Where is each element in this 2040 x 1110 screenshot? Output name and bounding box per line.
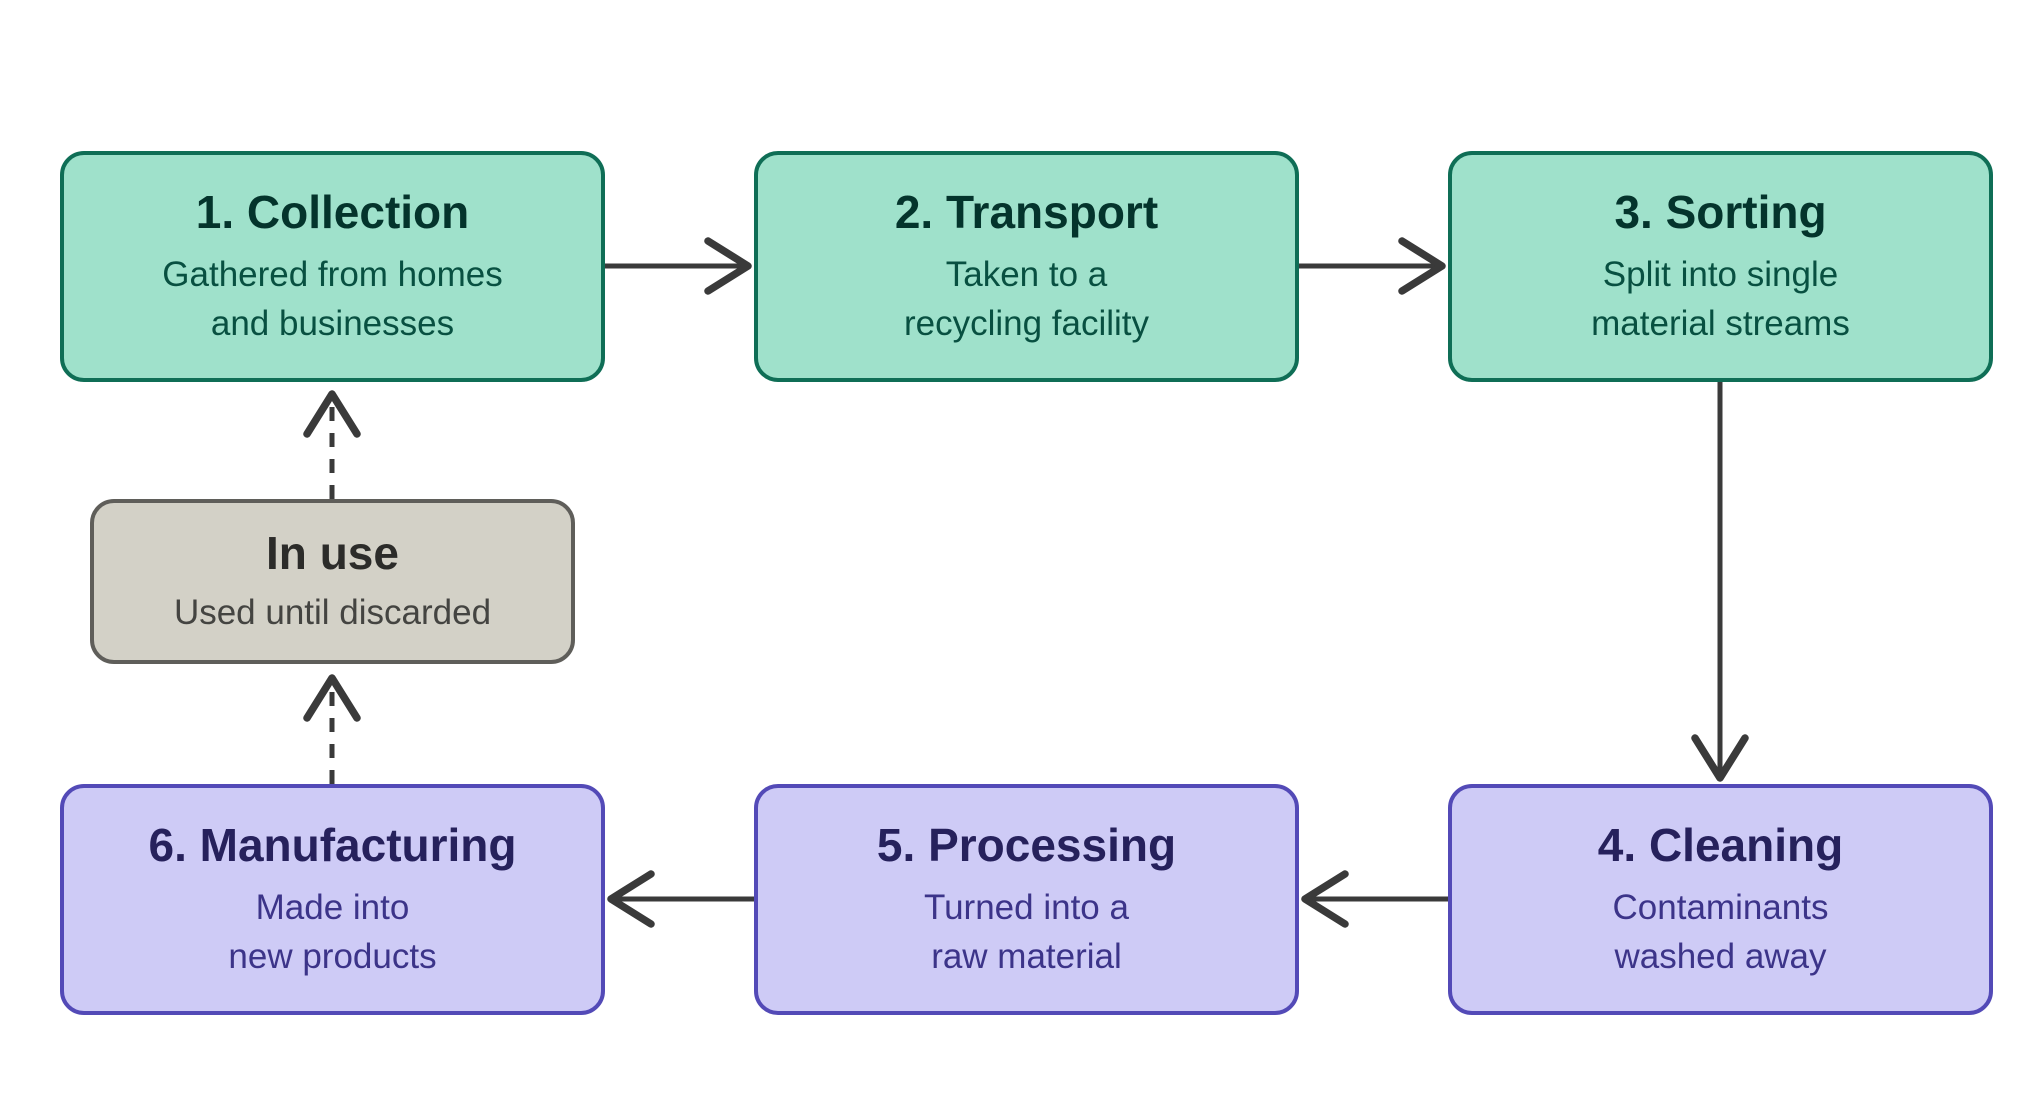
stage-processing: 5. Processing Turned into a raw material — [754, 784, 1299, 1015]
stage-title: 6. Manufacturing — [148, 818, 517, 871]
stage-title: 4. Cleaning — [1597, 818, 1844, 871]
stage-manufacturing: 6. Manufacturing Made into new products — [60, 784, 605, 1015]
description-line: raw material — [931, 937, 1122, 977]
description-line: Contaminants — [1612, 888, 1829, 928]
stage-in-use: In use Used until discarded — [90, 499, 575, 664]
stage-description: Contaminants washed away — [1613, 883, 1829, 981]
stage-title: In use — [266, 527, 399, 580]
stage-cleaning: 4. Cleaning Contaminants washed away — [1448, 784, 1993, 1015]
stage-description: Turned into a raw material — [924, 883, 1129, 981]
description-line: material streams — [1591, 304, 1850, 344]
description-line: Split into single — [1602, 255, 1839, 295]
stage-title: 1. Collection — [195, 185, 470, 238]
stage-description: Taken to a recycling facility — [904, 250, 1149, 348]
description-line: Gathered from homes — [162, 255, 503, 295]
description-line: Turned into a — [924, 888, 1129, 928]
description-line: and businesses — [210, 304, 455, 344]
description-line: Used until discarded — [173, 592, 492, 632]
description-line: Made into — [255, 888, 410, 928]
stage-sorting: 3. Sorting Split into single material st… — [1448, 151, 1993, 382]
stage-description: Split into single material streams — [1591, 250, 1850, 348]
stage-title: 2. Transport — [894, 185, 1159, 238]
description-line: Taken to a — [945, 255, 1108, 295]
stage-collection: 1. Collection Gathered from homes and bu… — [60, 151, 605, 382]
stage-description: Made into new products — [228, 883, 436, 981]
description-line: new products — [228, 937, 437, 977]
stage-title: 3. Sorting — [1614, 185, 1827, 238]
stage-transport: 2. Transport Taken to a recycling facili… — [754, 151, 1299, 382]
description-line: washed away — [1614, 937, 1827, 977]
description-line: recycling facility — [903, 304, 1150, 344]
stage-title: 5. Processing — [876, 818, 1177, 871]
stage-description: Gathered from homes and businesses — [162, 250, 502, 348]
stage-description: Used until discarded — [174, 588, 491, 637]
